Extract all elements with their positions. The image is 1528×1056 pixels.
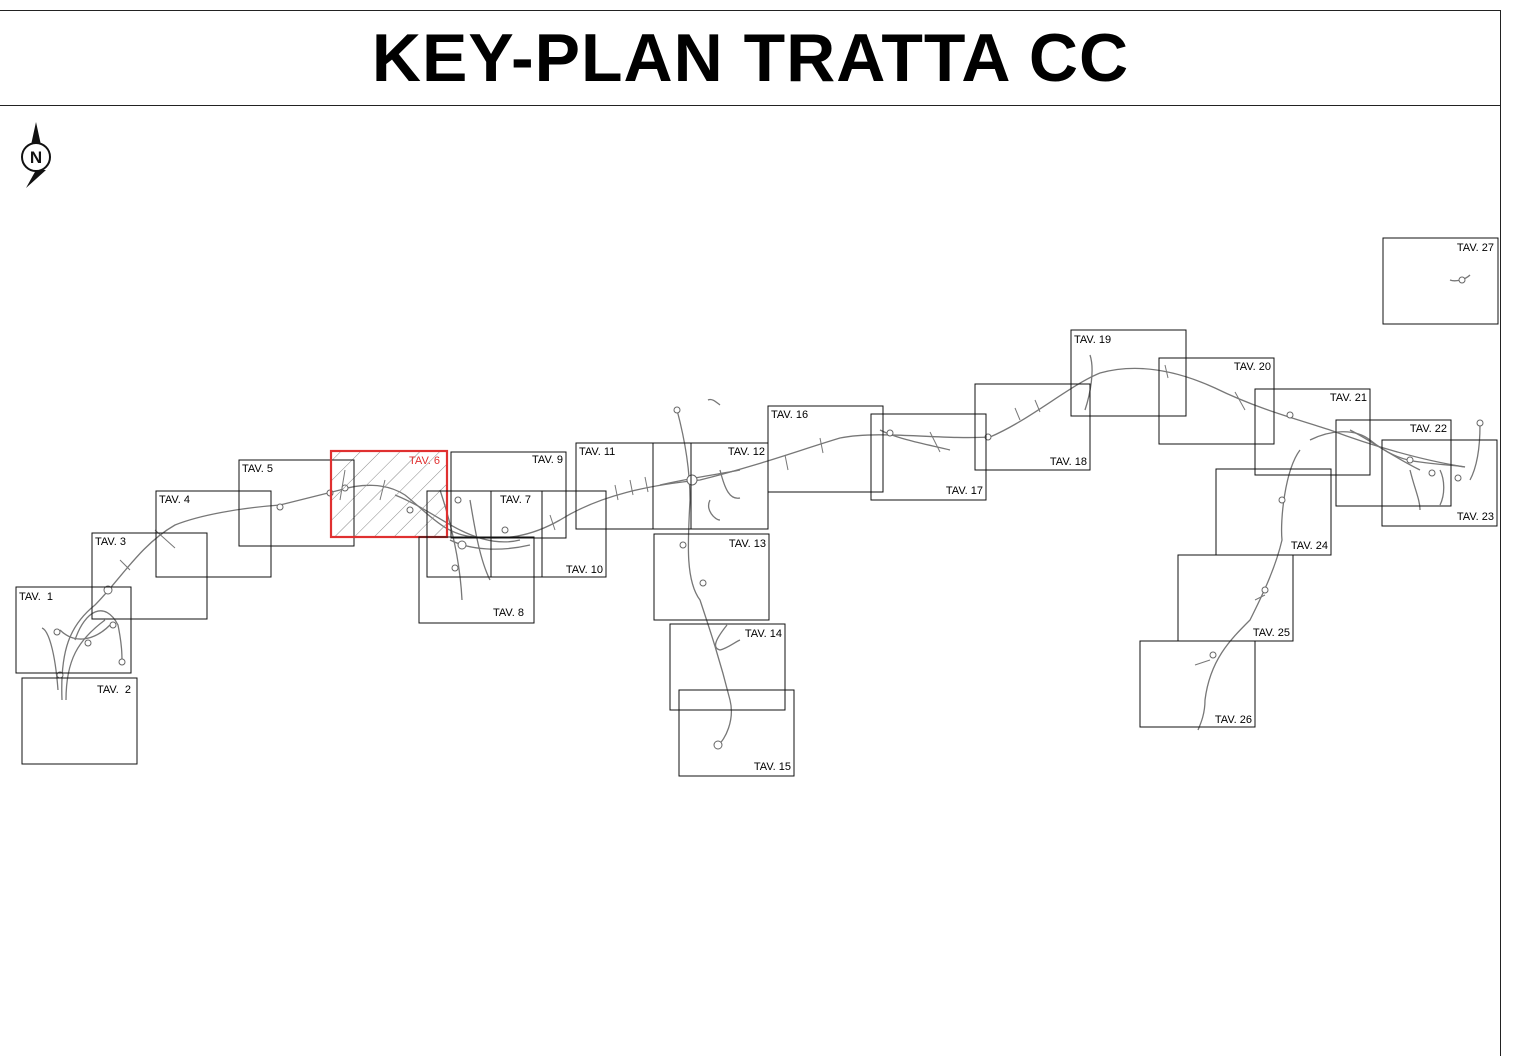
sheet-label-18: TAV. 18 bbox=[1050, 456, 1087, 468]
sheet-label-10: TAV. 10 bbox=[566, 564, 603, 576]
sheet-tile-26[interactable]: TAV. 26 bbox=[1139, 640, 1256, 728]
sheet-tile-10[interactable]: TAV. 10 bbox=[490, 490, 607, 578]
sheet-tile-15[interactable]: TAV. 15 bbox=[678, 689, 795, 777]
sheet-label-3: TAV. 3 bbox=[95, 536, 126, 548]
sheet-label-26: TAV. 26 bbox=[1215, 714, 1252, 726]
sheet-label-27: TAV. 27 bbox=[1457, 242, 1494, 254]
sheet-tile-13[interactable]: TAV. 13 bbox=[653, 533, 770, 621]
sheet-frame-22[interactable] bbox=[1335, 419, 1452, 507]
sheet-label-13: TAV. 13 bbox=[729, 538, 766, 550]
sheet-tile-22[interactable]: TAV. 22 bbox=[1335, 419, 1452, 507]
sheet-frame-1[interactable] bbox=[15, 586, 132, 674]
title-band: KEY-PLAN TRATTA CC bbox=[0, 10, 1501, 106]
sheet-label-22: TAV. 22 bbox=[1410, 423, 1447, 435]
sheet-frame-11[interactable] bbox=[575, 442, 692, 530]
highway-alignment bbox=[41, 274, 1481, 746]
sheet-tile-24[interactable]: TAV. 24 bbox=[1215, 468, 1332, 556]
sheet-tile-1[interactable]: TAV. 1 bbox=[15, 586, 132, 674]
sheet-label-4: TAV. 4 bbox=[159, 494, 190, 506]
sheet-tile-3[interactable]: TAV. 3 bbox=[91, 532, 208, 620]
sheet-label-25: TAV. 25 bbox=[1253, 627, 1290, 639]
sheet-tile-12[interactable]: TAV. 12 bbox=[652, 442, 769, 530]
sheet-tile-25[interactable]: TAV. 25 bbox=[1177, 554, 1294, 642]
sheet-label-19: TAV. 19 bbox=[1074, 334, 1111, 346]
sheet-frame-27[interactable] bbox=[1382, 237, 1499, 325]
sheet-label-5: TAV. 5 bbox=[242, 463, 273, 475]
sheet-frame-17[interactable] bbox=[870, 413, 987, 501]
sheet-frame-9[interactable] bbox=[450, 451, 567, 539]
sheet-frame-23[interactable] bbox=[1381, 439, 1498, 527]
sheet-tile-20[interactable]: TAV. 20 bbox=[1158, 357, 1275, 445]
sheet-tile-4[interactable]: TAV. 4 bbox=[155, 490, 272, 578]
sheet-frame-2[interactable] bbox=[21, 677, 138, 765]
sheet-frame-13[interactable] bbox=[653, 533, 770, 621]
sheet-frame-4[interactable] bbox=[155, 490, 272, 578]
sheet-label-7: TAV. 7 bbox=[500, 494, 531, 506]
sheet-tile-18[interactable]: TAV. 18 bbox=[974, 383, 1091, 471]
sheet-frame-5[interactable] bbox=[238, 459, 355, 547]
drawing-frame bbox=[0, 10, 1501, 1056]
sheet-tile-9[interactable]: TAV. 9 bbox=[450, 451, 567, 539]
sheet-tile-2[interactable]: TAV. 2 bbox=[21, 677, 138, 765]
sheet-frame-20[interactable] bbox=[1158, 357, 1275, 445]
sheet-label-15: TAV. 15 bbox=[754, 761, 791, 773]
sheet-label-17: TAV. 17 bbox=[946, 485, 983, 497]
sheet-frame-10[interactable] bbox=[490, 490, 607, 578]
sheet-tile-21[interactable]: TAV. 21 bbox=[1254, 388, 1371, 476]
sheet-label-14: TAV. 14 bbox=[745, 628, 782, 640]
sheet-label-23: TAV. 23 bbox=[1457, 511, 1494, 523]
sheet-index: TAV. 1 TAV. 2 TAV. 3 TAV. 4 TAV. 5 TAV. 6 TAV.… bbox=[15, 237, 1499, 777]
selected-sheet-hatch bbox=[331, 451, 447, 537]
sheet-tile-8[interactable]: TAV. 8 bbox=[418, 536, 535, 624]
sheet-frame-14[interactable] bbox=[669, 623, 786, 711]
sheet-frame-19[interactable] bbox=[1070, 329, 1187, 417]
sheet-frame-21[interactable] bbox=[1254, 388, 1371, 476]
sheet-label-16: TAV. 16 bbox=[771, 409, 808, 421]
sheet-tile-27[interactable]: TAV. 27 bbox=[1382, 237, 1499, 325]
sheet-label-8: TAV. 8 bbox=[493, 607, 524, 619]
sheet-frame-3[interactable] bbox=[91, 532, 208, 620]
sheet-label-21: TAV. 21 bbox=[1330, 392, 1367, 404]
sheet-tile-5[interactable]: TAV. 5 bbox=[238, 459, 355, 547]
sheet-tile-6[interactable]: TAV. 6 bbox=[329, 449, 449, 539]
sheet-label-2: TAV. 2 bbox=[97, 684, 131, 696]
sheet-label-9: TAV. 9 bbox=[532, 454, 563, 466]
sheet-label-6: TAV. 6 bbox=[409, 455, 440, 467]
sheet-label-11: TAV. 11 bbox=[579, 446, 615, 458]
sheet-label-20: TAV. 20 bbox=[1234, 361, 1271, 373]
sheet-frame-15[interactable] bbox=[678, 689, 795, 777]
north-letter: N bbox=[30, 148, 42, 167]
sheet-tile-23[interactable]: TAV. 23 bbox=[1381, 439, 1498, 527]
sheet-frame-16[interactable] bbox=[767, 405, 884, 493]
sheet-frame-18[interactable] bbox=[974, 383, 1091, 471]
sheet-tile-7[interactable]: TAV. 7 bbox=[426, 490, 543, 578]
north-arrow-icon: N bbox=[21, 122, 51, 188]
sheet-frame-6[interactable] bbox=[329, 449, 449, 539]
sheet-tile-11[interactable]: TAV. 11 bbox=[575, 442, 692, 530]
sheet-label-12: TAV. 12 bbox=[728, 446, 765, 458]
sheet-label-24: TAV. 24 bbox=[1291, 540, 1328, 552]
sheet-frame-7[interactable] bbox=[426, 490, 543, 578]
sheet-frame-8[interactable] bbox=[418, 536, 535, 624]
sheet-label-1: TAV. 1 bbox=[19, 591, 53, 603]
sheet-tile-17[interactable]: TAV. 17 bbox=[870, 413, 987, 501]
sheet-tile-14[interactable]: TAV. 14 bbox=[669, 623, 786, 711]
sheet-tile-19[interactable]: TAV. 19 bbox=[1070, 329, 1187, 417]
sheet-tile-16[interactable]: TAV. 16 bbox=[767, 405, 884, 493]
sheet-frame-26[interactable] bbox=[1139, 640, 1256, 728]
page-title: KEY-PLAN TRATTA CC bbox=[371, 19, 1130, 96]
